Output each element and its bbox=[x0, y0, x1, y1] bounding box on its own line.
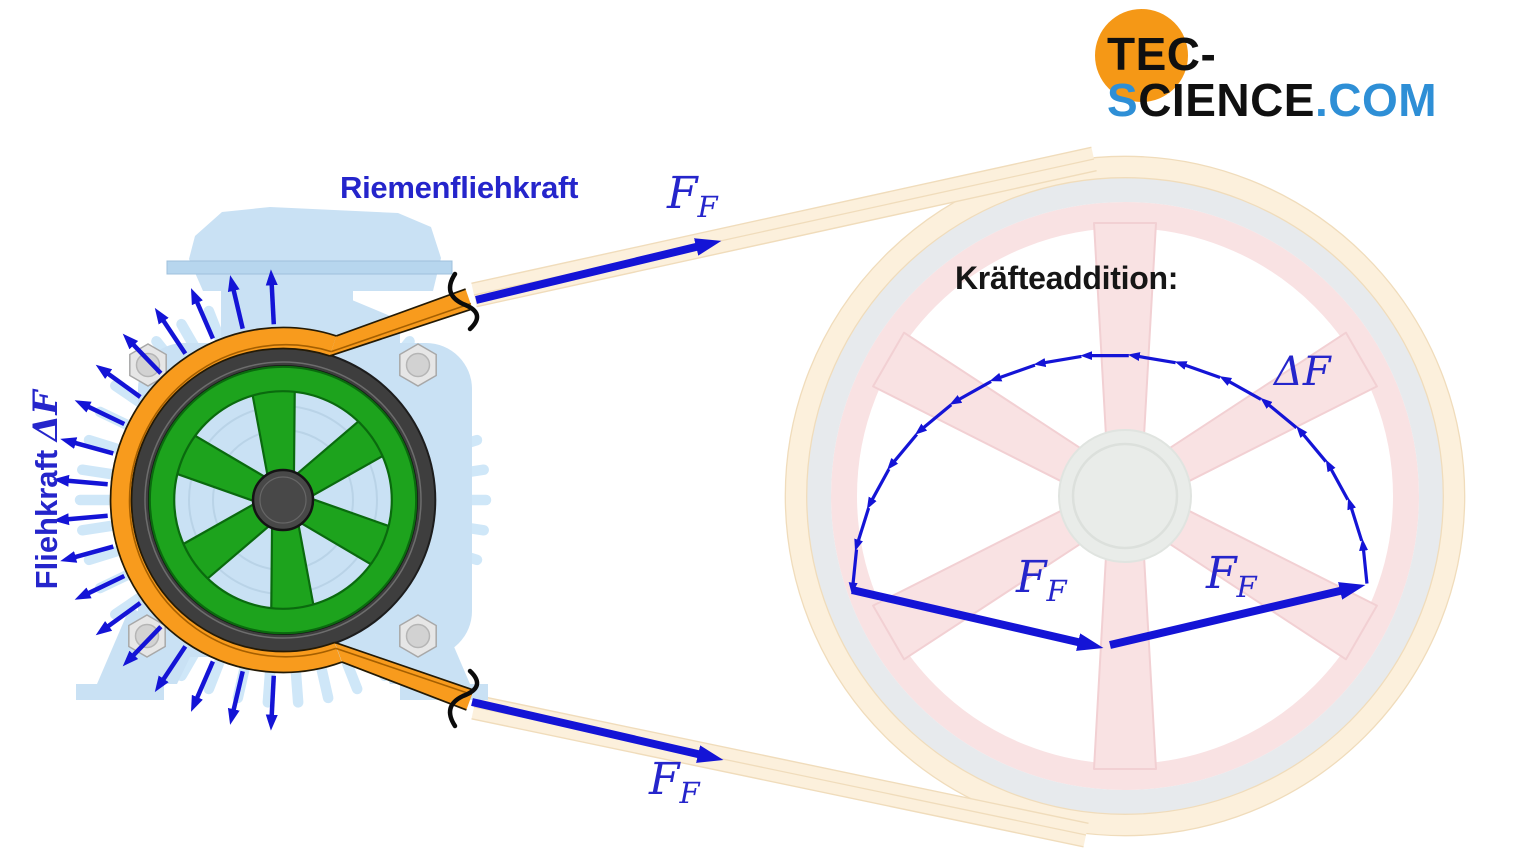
delta-f-arrow bbox=[989, 363, 1036, 382]
delta-f-arrow bbox=[1174, 361, 1221, 379]
centrifugal-arrow bbox=[122, 625, 163, 667]
diagram-force-arrow-right bbox=[1109, 582, 1366, 649]
delta-f-symbol: ΔF bbox=[26, 390, 66, 442]
terminal-box-bar bbox=[166, 260, 453, 275]
centrifugal-arrow bbox=[60, 544, 114, 563]
logo: TEC-SCIENCE.COM bbox=[1107, 28, 1438, 126]
delta-f-arrow bbox=[1033, 354, 1082, 367]
delta-f-arrow bbox=[1296, 425, 1328, 463]
spoke bbox=[872, 331, 1084, 484]
logo-circle bbox=[1095, 9, 1188, 102]
wheel-rim-ring bbox=[831, 202, 1419, 790]
delta-f-arrow bbox=[848, 549, 859, 595]
kraefteaddition-label: Kräfteaddition: bbox=[955, 260, 1179, 296]
delta-f-arrow bbox=[1347, 497, 1364, 542]
centrifugal-arrow bbox=[154, 307, 188, 355]
spoke bbox=[1093, 222, 1157, 437]
delta-f-arrow bbox=[1260, 397, 1298, 429]
force-label-top: FF bbox=[667, 168, 718, 224]
centrifugal-arrow bbox=[190, 660, 215, 712]
centrifugal-arrow bbox=[74, 400, 126, 427]
belt-break-mark-bottom bbox=[447, 668, 480, 729]
delta-f-arrow bbox=[887, 433, 919, 471]
delta-f-arrow bbox=[854, 507, 871, 552]
centrifugal-arrow bbox=[74, 573, 126, 600]
delta-f-label: ΔF bbox=[1274, 349, 1331, 395]
pulley-green-ring bbox=[150, 367, 416, 633]
centrifugal-arrow bbox=[265, 675, 278, 731]
centrifugal-arrow bbox=[265, 269, 278, 325]
force-label-bottom: FF bbox=[649, 754, 700, 810]
delta-f-arrow bbox=[949, 380, 992, 405]
force-arrow-bottom bbox=[471, 698, 724, 763]
pulley-hub bbox=[251, 468, 315, 532]
centrifugal-arrow bbox=[154, 645, 188, 693]
spoke bbox=[1166, 508, 1378, 661]
fliehkraft-label: Fliehkraft ΔF bbox=[26, 390, 66, 590]
centrifugal-arrow bbox=[95, 364, 142, 399]
wheel-hub bbox=[1058, 429, 1192, 563]
centrifugal-arrow bbox=[52, 474, 108, 487]
drive-belt bbox=[109, 271, 480, 729]
force-arrow-top bbox=[475, 238, 722, 304]
terminal-box bbox=[189, 207, 441, 291]
spoke bbox=[1093, 555, 1157, 770]
centrifugal-arrow bbox=[52, 513, 108, 526]
centrifugal-arrow bbox=[227, 670, 245, 725]
delta-f-arrow bbox=[866, 468, 891, 510]
centrifugal-arrow bbox=[227, 275, 245, 330]
force-label-diagram-left: FF bbox=[1016, 552, 1067, 608]
delta-f-arrow bbox=[1219, 376, 1262, 401]
belt-break-mark-top bbox=[447, 271, 480, 332]
force-label-diagram-right: FF bbox=[1206, 548, 1257, 604]
centrifugal-arrow bbox=[122, 333, 163, 375]
centrifugal-arrow bbox=[190, 288, 215, 340]
wheel-belt-ring bbox=[785, 156, 1465, 836]
pulley-rim bbox=[131, 348, 435, 652]
delta-f-arrow bbox=[1127, 352, 1176, 365]
centrifugal-force-arrows bbox=[52, 269, 278, 731]
diagram-force-arrow-left bbox=[851, 586, 1104, 651]
riemenfliehkraft-label: Riemenfliehkraft bbox=[340, 170, 579, 205]
wheel-grey-ring bbox=[807, 178, 1443, 814]
centrifugal-arrow bbox=[95, 601, 142, 636]
delta-f-arrow bbox=[914, 403, 953, 435]
delta-f-arrow bbox=[1325, 459, 1350, 501]
force-addition-diagram bbox=[848, 351, 1369, 651]
centrifugal-arrow bbox=[60, 437, 114, 456]
belt-wrap-arc bbox=[109, 327, 342, 673]
delta-f-arrow bbox=[1359, 538, 1369, 584]
faded-driven-wheel bbox=[784, 155, 1466, 837]
delta-f-sum-arc bbox=[848, 351, 1369, 595]
motor-bolts bbox=[128, 343, 437, 658]
belt-force-arrows bbox=[471, 238, 724, 763]
